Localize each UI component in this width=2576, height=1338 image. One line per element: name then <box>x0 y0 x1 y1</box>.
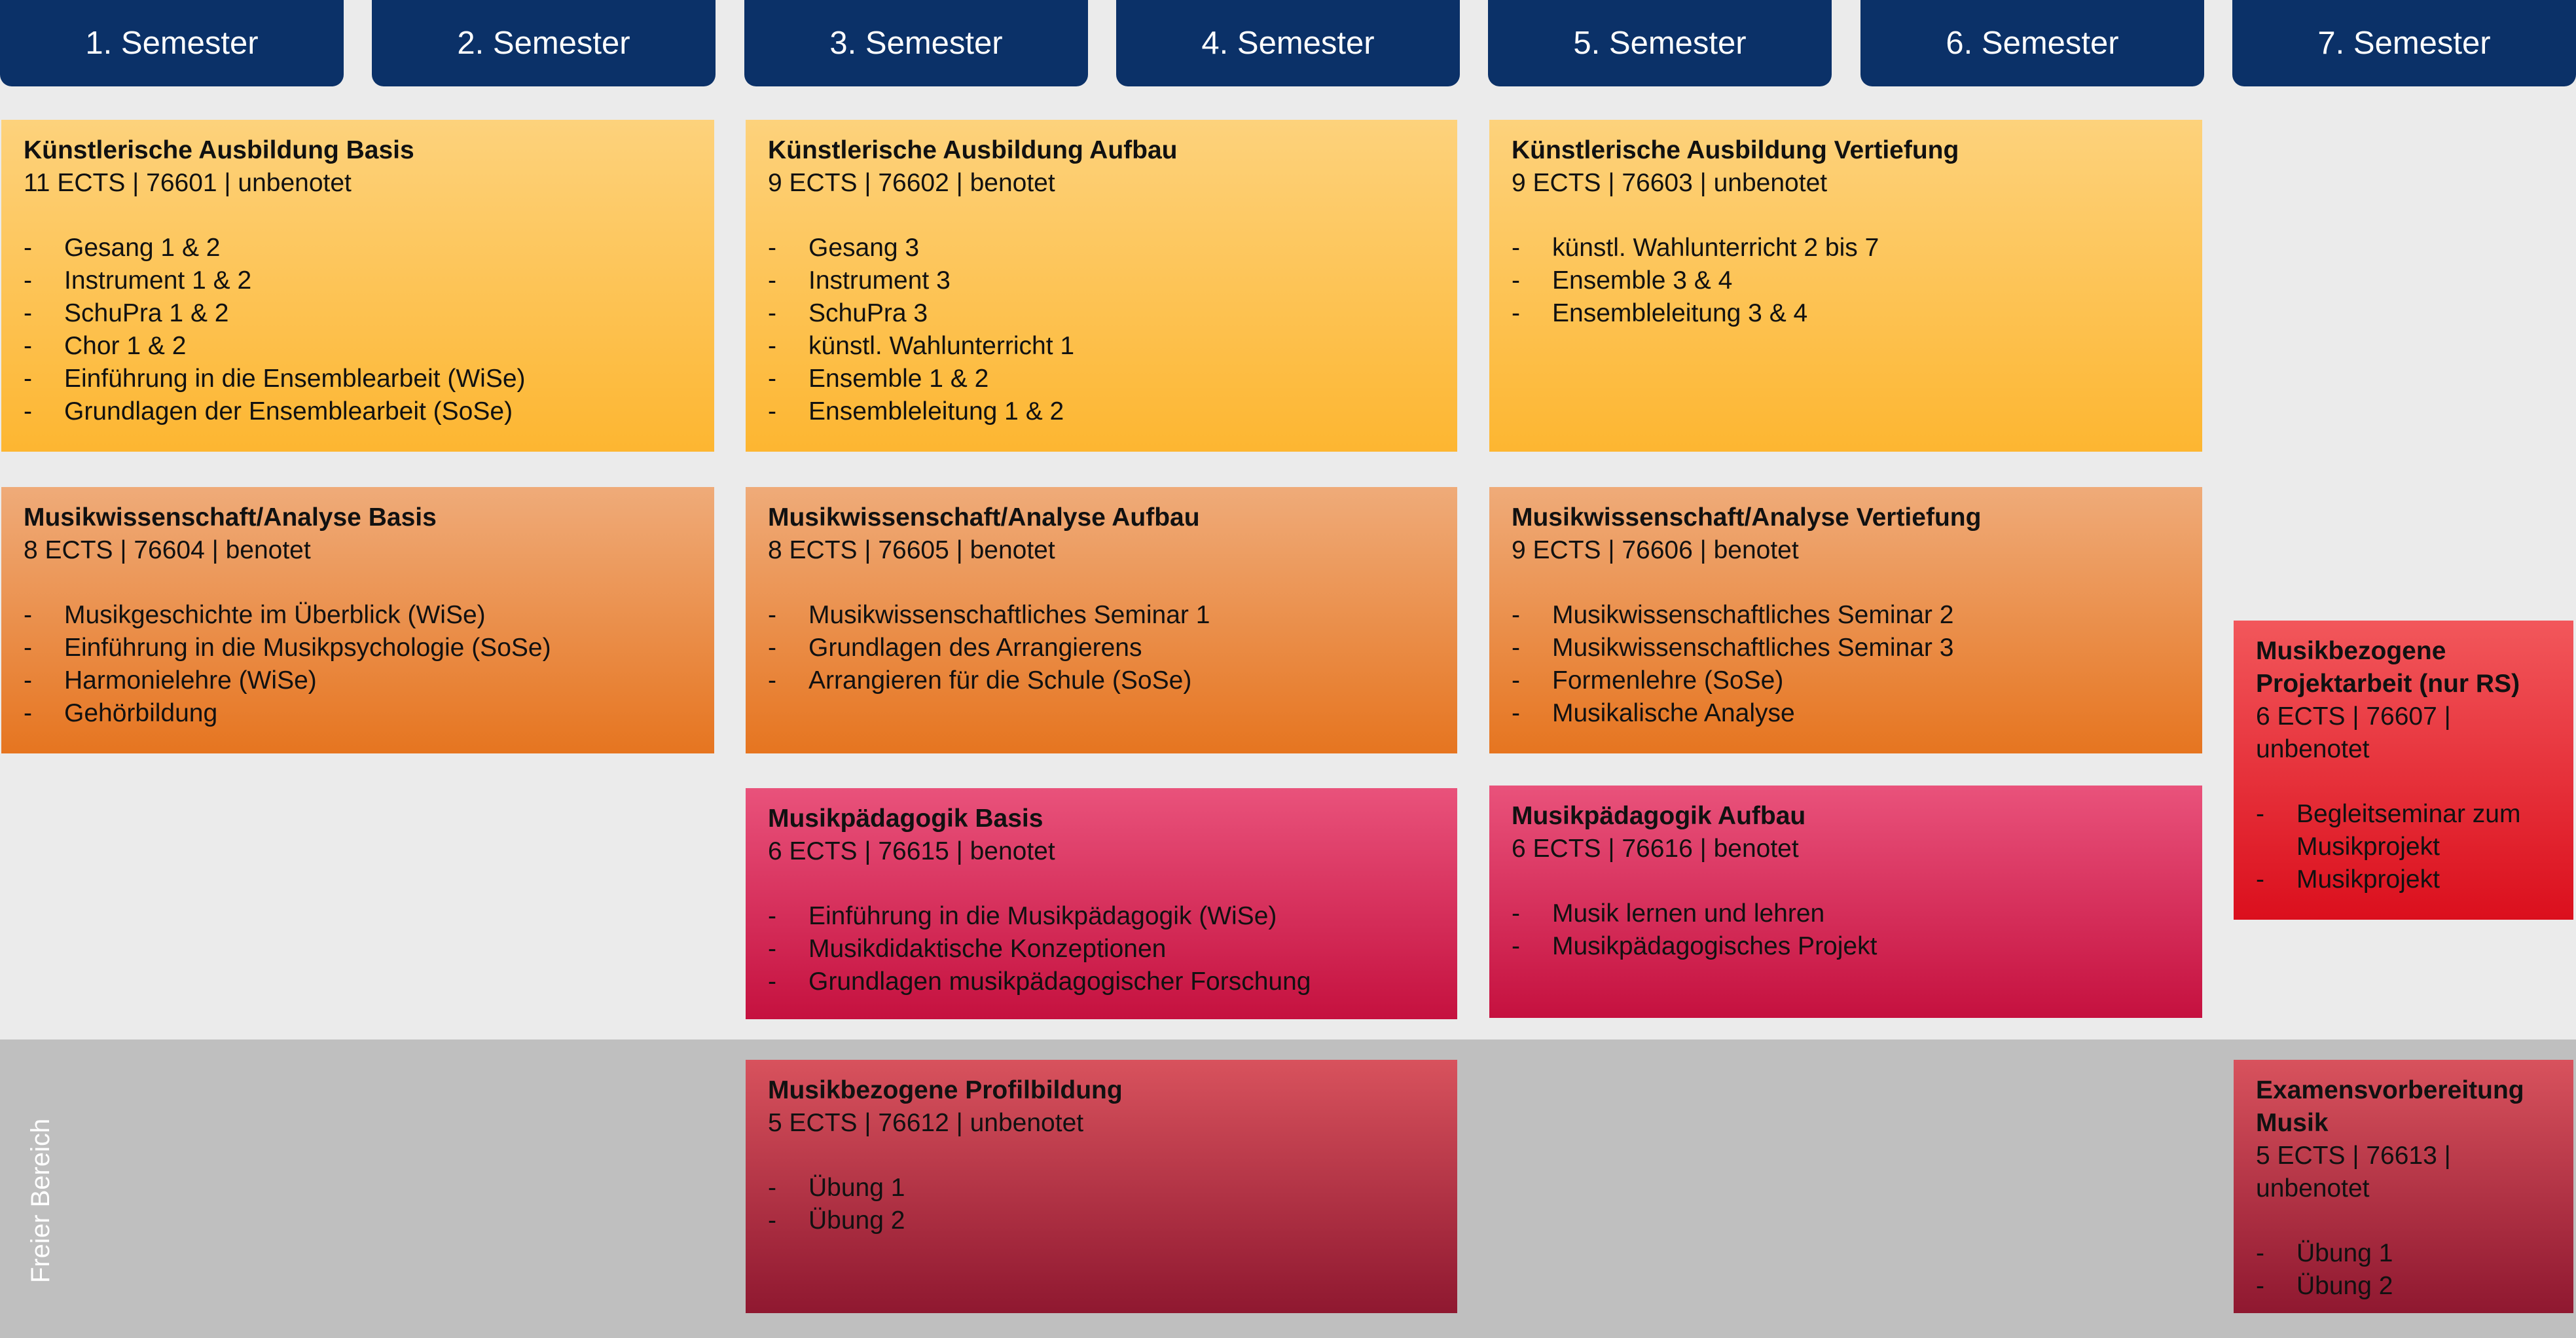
module-musikwissenschaft-aufbau: Musikwissenschaft/Analyse Aufbau 8 ECTS … <box>746 487 1457 753</box>
module-title: Examensvorbereitung Musik <box>2256 1076 2524 1137</box>
course-item: Einführung in die Ensemblearbeit (WiSe) <box>24 363 692 395</box>
module-course-list: Gesang 3 Instrument 3 SchuPra 3 künstl. … <box>768 232 1435 428</box>
module-kuenstlerische-ausbildung-aufbau: Künstlerische Ausbildung Aufbau 9 ECTS |… <box>746 120 1457 452</box>
course-item: SchuPra 1 & 2 <box>24 297 692 330</box>
course-item: Musikdidaktische Konzeptionen <box>768 933 1435 966</box>
course-item: Harmonielehre (WiSe) <box>24 664 692 697</box>
course-item: Begleitseminar zum Musikprojekt <box>2256 798 2551 863</box>
module-course-list: Einführung in die Musikpädagogik (WiSe) … <box>768 900 1435 998</box>
course-item: Ensembleleitung 1 & 2 <box>768 395 1435 428</box>
semester-header-2: 2. Semester <box>372 0 716 86</box>
module-profilbildung: Musikbezogene Profilbildung 5 ECTS | 766… <box>746 1060 1457 1313</box>
module-title: Künstlerische Ausbildung Vertiefung <box>1512 136 1959 164</box>
semester-header-5: 5. Semester <box>1488 0 1832 86</box>
semester-header-4: 4. Semester <box>1116 0 1460 86</box>
course-item: Musikpädagogisches Projekt <box>1512 930 2180 963</box>
module-meta: 6 ECTS | 76607 | unbenotet <box>2256 702 2451 763</box>
module-kuenstlerische-ausbildung-basis: Künstlerische Ausbildung Basis 11 ECTS |… <box>1 120 714 452</box>
course-item: Gesang 1 & 2 <box>24 232 692 264</box>
module-title: Künstlerische Ausbildung Aufbau <box>768 136 1178 164</box>
module-title: Musikwissenschaft/Analyse Vertiefung <box>1512 503 1982 532</box>
course-item: Musikalische Analyse <box>1512 697 2180 730</box>
course-item: Musikwissenschaftliches Seminar 2 <box>1512 599 2180 632</box>
module-musikwissenschaft-vertiefung: Musikwissenschaft/Analyse Vertiefung 9 E… <box>1489 487 2202 753</box>
module-course-list: Begleitseminar zum Musikprojekt Musikpro… <box>2256 798 2551 896</box>
semester-header-6: 6. Semester <box>1860 0 2204 86</box>
course-item: Übung 1 <box>2256 1237 2551 1270</box>
course-item: künstl. Wahlunterricht 1 <box>768 330 1435 363</box>
semester-header-1: 1. Semester <box>0 0 344 86</box>
course-item: Grundlagen der Ensemblearbeit (SoSe) <box>24 395 692 428</box>
course-item: Musikwissenschaftliches Seminar 3 <box>1512 632 2180 664</box>
course-item: Einführung in die Musikpsychologie (SoSe… <box>24 632 692 664</box>
module-title: Musikbezogene Profilbildung <box>768 1076 1123 1104</box>
course-item: künstl. Wahlunterricht 2 bis 7 <box>1512 232 2180 264</box>
course-item: Chor 1 & 2 <box>24 330 692 363</box>
module-title: Musikwissenschaft/Analyse Aufbau <box>768 503 1200 532</box>
course-item: Arrangieren für die Schule (SoSe) <box>768 664 1435 697</box>
course-item: Gehörbildung <box>24 697 692 730</box>
course-item: Übung 2 <box>768 1204 1435 1237</box>
module-course-list: Übung 1 Übung 2 <box>768 1172 1435 1237</box>
course-item: Musikgeschichte im Überblick (WiSe) <box>24 599 692 632</box>
module-meta: 11 ECTS | 76601 | unbenotet <box>24 169 352 197</box>
course-item: Ensemble 1 & 2 <box>768 363 1435 395</box>
module-meta: 9 ECTS | 76606 | benotet <box>1512 536 1799 564</box>
course-item: Übung 2 <box>2256 1270 2551 1303</box>
freier-bereich-label: Freier Bereich <box>26 1118 55 1283</box>
module-meta: 8 ECTS | 76605 | benotet <box>768 536 1055 564</box>
module-kuenstlerische-ausbildung-vertiefung: Künstlerische Ausbildung Vertiefung 9 EC… <box>1489 120 2202 452</box>
module-meta: 9 ECTS | 76603 | unbenotet <box>1512 169 1828 197</box>
course-item: Musikwissenschaftliches Seminar 1 <box>768 599 1435 632</box>
module-title: Musikpädagogik Basis <box>768 805 1043 833</box>
module-projektarbeit: Musikbezogene Projektarbeit (nur RS) 6 E… <box>2234 621 2573 920</box>
course-item: SchuPra 3 <box>768 297 1435 330</box>
module-course-list: Musik lernen und lehren Musikpädagogisch… <box>1512 897 2180 963</box>
module-meta: 6 ECTS | 76616 | benotet <box>1512 835 1799 863</box>
module-meta: 9 ECTS | 76602 | benotet <box>768 169 1055 197</box>
semester-header-3: 3. Semester <box>744 0 1088 86</box>
module-meta: 5 ECTS | 76612 | unbenotet <box>768 1109 1084 1137</box>
course-item: Grundlagen musikpädagogischer Forschung <box>768 966 1435 998</box>
module-title: Künstlerische Ausbildung Basis <box>24 136 414 164</box>
module-examensvorbereitung: Examensvorbereitung Musik 5 ECTS | 76613… <box>2234 1060 2573 1313</box>
module-course-list: Musikwissenschaftliches Seminar 1 Grundl… <box>768 599 1435 697</box>
course-item: Gesang 3 <box>768 232 1435 264</box>
module-course-list: Musikgeschichte im Überblick (WiSe) Einf… <box>24 599 692 730</box>
course-item: Instrument 3 <box>768 264 1435 297</box>
module-title: Musikpädagogik Aufbau <box>1512 802 1806 830</box>
module-meta: 5 ECTS | 76613 | unbenotet <box>2256 1142 2451 1202</box>
course-item: Formenlehre (SoSe) <box>1512 664 2180 697</box>
module-meta: 6 ECTS | 76615 | benotet <box>768 837 1055 865</box>
module-course-list: Gesang 1 & 2 Instrument 1 & 2 SchuPra 1 … <box>24 232 692 428</box>
course-item: Ensembleleitung 3 & 4 <box>1512 297 2180 330</box>
module-title: Musikbezogene Projektarbeit (nur RS) <box>2256 637 2520 698</box>
course-item: Instrument 1 & 2 <box>24 264 692 297</box>
module-course-list: Übung 1 Übung 2 <box>2256 1237 2551 1303</box>
course-item: Grundlagen des Arrangierens <box>768 632 1435 664</box>
module-course-list: Musikwissenschaftliches Seminar 2 Musikw… <box>1512 599 2180 730</box>
semester-header-7: 7. Semester <box>2232 0 2576 86</box>
course-item: Musikprojekt <box>2256 863 2551 896</box>
module-musikpaedagogik-basis: Musikpädagogik Basis 6 ECTS | 76615 | be… <box>746 788 1457 1019</box>
module-title: Musikwissenschaft/Analyse Basis <box>24 503 437 532</box>
module-meta: 8 ECTS | 76604 | benotet <box>24 536 311 564</box>
module-musikwissenschaft-basis: Musikwissenschaft/Analyse Basis 8 ECTS |… <box>1 487 714 753</box>
course-item: Ensemble 3 & 4 <box>1512 264 2180 297</box>
course-item: Übung 1 <box>768 1172 1435 1204</box>
course-item: Einführung in die Musikpädagogik (WiSe) <box>768 900 1435 933</box>
module-course-list: künstl. Wahlunterricht 2 bis 7 Ensemble … <box>1512 232 2180 330</box>
module-musikpaedagogik-aufbau: Musikpädagogik Aufbau 6 ECTS | 76616 | b… <box>1489 786 2202 1018</box>
course-item: Musik lernen und lehren <box>1512 897 2180 930</box>
